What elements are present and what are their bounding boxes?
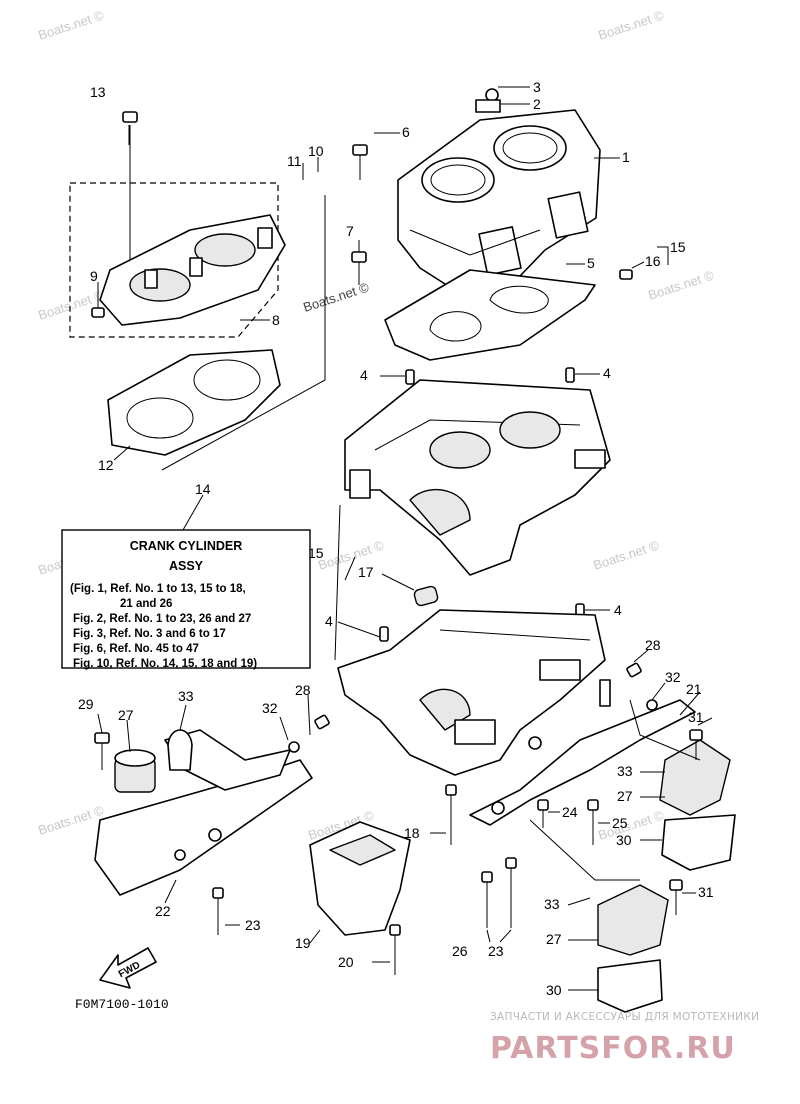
callout-15b: 15 — [308, 545, 324, 561]
cylinder-part — [397, 88, 601, 301]
callout-33b: 33 — [617, 763, 633, 779]
assy-box-line: Fig. 2, Ref. No. 1 to 23, 26 and 27 — [73, 613, 251, 625]
pin-part — [413, 585, 439, 607]
brand-logo: ЗАПЧАСТИ И АКСЕССУАРЫ ДЛЯ МОТОТЕХНИКИ PA… — [490, 1011, 759, 1066]
callout-12: 12 — [98, 457, 114, 473]
callout-27b: 27 — [617, 788, 633, 804]
assy-box-title: CRANK CYLINDER — [130, 539, 243, 553]
crankcase-lower — [337, 609, 606, 776]
callout-31a: 31 — [688, 709, 704, 725]
callout-24: 24 — [562, 804, 578, 820]
callout-32a: 32 — [665, 669, 681, 685]
callout-31b: 31 — [698, 884, 714, 900]
assy-box-subtitle: ASSY — [169, 559, 204, 573]
callout-11: 11 — [287, 153, 302, 169]
callout-26: 26 — [452, 943, 468, 959]
callout-28b: 28 — [295, 682, 311, 698]
callout-7: 7 — [346, 223, 354, 239]
callout-4b: 4 — [603, 365, 611, 381]
callout-4a: 4 — [360, 367, 368, 383]
callout-32b: 32 — [262, 700, 278, 716]
fwd-arrow: FWD — [99, 947, 157, 989]
callout-21: 21 — [686, 681, 702, 697]
callout-15a: 15 — [670, 239, 686, 255]
exhaust-bracket — [309, 821, 411, 936]
leader-lines — [97, 86, 713, 991]
callout-23a: 23 — [245, 917, 261, 933]
watermark: Boats.net © — [301, 279, 371, 314]
callout-9: 9 — [90, 268, 98, 284]
assy-box-line: Fig. 3, Ref. No. 3 and 6 to 17 — [73, 628, 226, 640]
rubber-mount-right-lower — [597, 884, 669, 1013]
callout-5: 5 — [587, 255, 595, 271]
watermark: Boats.net © — [36, 802, 106, 837]
callout-27c: 27 — [546, 931, 562, 947]
callout-14: 14 — [195, 481, 211, 497]
callout-23b: 23 — [488, 943, 504, 959]
callout-27a: 27 — [118, 707, 134, 723]
crankcase-upper — [344, 379, 611, 576]
brand-tagline: ЗАПЧАСТИ И АКСЕССУАРЫ ДЛЯ МОТОТЕХНИКИ — [490, 1011, 759, 1023]
assy-box-line: 21 and 26 — [120, 598, 172, 610]
callout-13: 13 — [90, 84, 106, 100]
callout-16: 16 — [645, 253, 661, 269]
callout-29: 29 — [78, 696, 94, 712]
callout-30a: 30 — [616, 832, 632, 848]
callout-33a: 33 — [178, 688, 194, 704]
callout-22: 22 — [155, 903, 171, 919]
watermark: Boats.net © — [36, 7, 106, 42]
brand-name: PARTSFOR.RU — [490, 1031, 736, 1066]
head-gasket — [107, 349, 281, 456]
callout-4d: 4 — [614, 602, 622, 618]
callout-20: 20 — [338, 954, 354, 970]
callout-17: 17 — [358, 564, 374, 580]
callout-4c: 4 — [325, 613, 333, 629]
assy-box-line: (Fig. 1, Ref. No. 1 to 13, 15 to 18, — [70, 583, 246, 595]
cylinder-gasket — [384, 269, 596, 361]
callout-8: 8 — [272, 312, 280, 328]
watermark: Boats.net © — [596, 7, 666, 42]
callout-19: 19 — [295, 935, 311, 951]
callout-2: 2 — [533, 96, 541, 112]
head-cover-part — [69, 125, 286, 338]
callout-28a: 28 — [645, 637, 661, 653]
callout-3: 3 — [533, 79, 541, 95]
assy-box-line: Fig. 10, Ref. No. 14, 15, 18 and 19) — [73, 658, 257, 670]
callout-labels: 1 2 3 6 5 7 8 9 10 11 12 13 14 15 15 16 … — [78, 79, 714, 998]
callout-25: 25 — [612, 815, 628, 831]
assy-info-box: CRANK CYLINDER ASSY (Fig. 1, Ref. No. 1 … — [61, 529, 311, 670]
callout-6: 6 — [402, 124, 410, 140]
assy-box-line: Fig. 6, Ref. No. 45 to 47 — [73, 643, 199, 655]
watermark: Boats.net © — [316, 537, 386, 572]
watermark: Boats.net © — [591, 537, 661, 572]
callout-10: 10 — [308, 143, 324, 159]
rubber-mount-right-upper — [659, 739, 736, 871]
figure-code: F0M7100-1010 — [75, 997, 169, 1012]
callout-33c: 33 — [544, 896, 560, 912]
bolt-group — [91, 111, 703, 975]
watermark: Boats.net © — [646, 267, 716, 302]
callout-30b: 30 — [546, 982, 562, 998]
callout-1: 1 — [622, 149, 630, 165]
callout-18: 18 — [404, 825, 420, 841]
rubber-mount-left — [114, 729, 291, 793]
